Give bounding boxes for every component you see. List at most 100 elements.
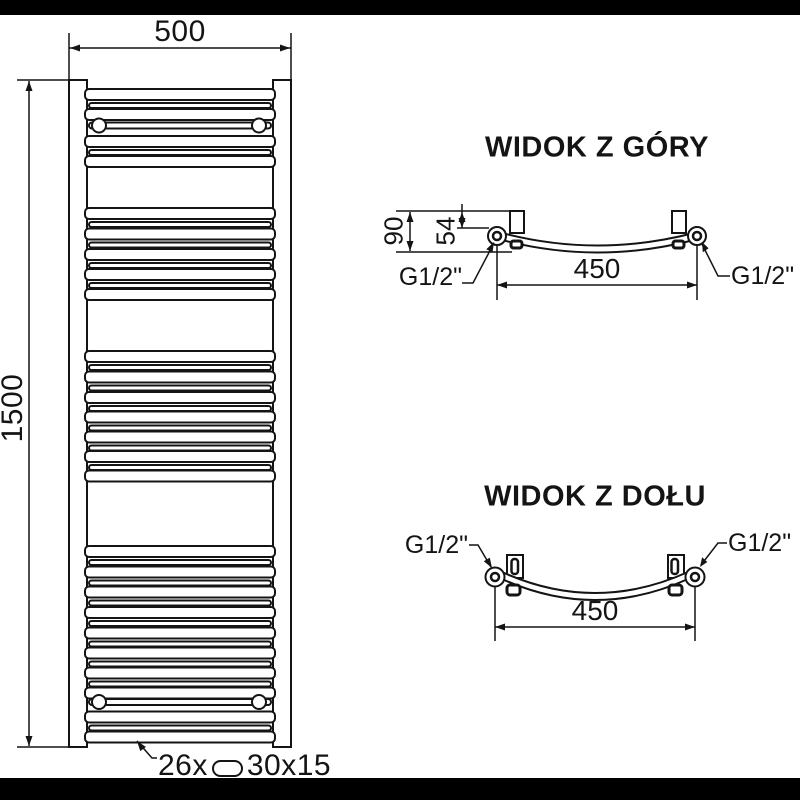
axis-dimension-label: 54 (430, 216, 461, 246)
mounting-bracket-head (91, 117, 107, 134)
top-view-title: WIDOK Z GÓRY (484, 131, 710, 164)
spacing-dimension-lines (494, 587, 696, 641)
rung-gap-edge (88, 424, 272, 432)
rung-gap-edge (88, 579, 272, 587)
right-connection-leader (701, 243, 730, 277)
rung-tube (84, 155, 276, 168)
right-bracket-foot (667, 583, 684, 597)
bottom-left-connection-label: G1/2" (404, 531, 468, 559)
rung-tube (84, 88, 276, 101)
rung-gap-edge (88, 221, 272, 228)
rung-tube (84, 646, 276, 660)
width-dimension-lines (68, 33, 292, 80)
left-fitting (487, 226, 507, 246)
rung-tube (84, 469, 276, 483)
rung-gap-edge (88, 680, 272, 688)
curved-tube (501, 231, 695, 254)
arrowhead-left-icon (495, 623, 505, 631)
rung-tube (84, 391, 276, 404)
left-collector-tube (68, 79, 88, 748)
mounting-bracket-head (251, 694, 267, 710)
rung-gap-edge (88, 282, 272, 289)
depth-dimension-label: 90 (378, 216, 409, 246)
tube-profile-stadium-icon (211, 759, 243, 777)
arrowhead-down-icon (458, 218, 466, 228)
left-wall-bracket (509, 210, 525, 234)
tube-size-label: 30x15 (246, 749, 332, 782)
rung-tube (84, 730, 276, 744)
rung-gap-edge (88, 640, 272, 648)
leader-arrowhead-icon (700, 557, 708, 567)
front-view (68, 79, 292, 748)
right-wall-bracket (671, 210, 687, 234)
arrowhead-left-icon (70, 44, 80, 52)
rung-gap-edge (88, 241, 272, 249)
rung-tube (84, 565, 276, 579)
right-collector-tube (272, 79, 292, 748)
rung-gap-edge (88, 444, 272, 452)
rung-tube (84, 288, 276, 301)
leader-arrowhead-icon (137, 741, 146, 752)
height-dimension-label: 1500 (0, 373, 29, 443)
left-bracket-slot-icon (510, 557, 520, 576)
mounting-bracket-head (91, 694, 107, 710)
rung-tube (84, 430, 276, 444)
right-bracket-slot-icon (670, 557, 680, 576)
right-fitting-thread-icon (691, 230, 703, 242)
rung-tube (84, 268, 276, 281)
rung-tube (84, 370, 276, 384)
bottom-right-connection-label: G1/2" (728, 529, 792, 557)
arrowhead-up-icon (406, 212, 414, 222)
left-bracket-foot (509, 239, 524, 250)
rung-gap-edge (88, 364, 272, 371)
leader-arrowhead-icon (702, 242, 709, 253)
mounting-bracket-head (251, 117, 267, 134)
arrowhead-right-icon (687, 281, 697, 289)
front-view-dimensions (17, 33, 292, 759)
right-bracket-foot (671, 239, 686, 250)
rung-gap-edge (88, 660, 272, 668)
spacing-dimension-lines (496, 246, 698, 300)
rung-gap-edge (88, 262, 272, 269)
rung-tube (84, 248, 276, 261)
rung-tube (84, 686, 276, 700)
rung-gap-edge (88, 384, 272, 392)
leader-arrowhead-icon (483, 557, 492, 568)
height-dimension-lines (17, 79, 88, 748)
rung-gap-edge (88, 102, 272, 109)
rung-tube (84, 410, 276, 424)
bracket-rail-edge (88, 698, 272, 706)
rung-tube (84, 108, 276, 121)
rung-tube (84, 450, 276, 463)
leader-arrowhead-icon (486, 242, 494, 253)
rung-gap-edge (88, 599, 272, 607)
rung-tube (84, 585, 276, 599)
top-view (396, 204, 730, 300)
rung-tube (84, 606, 276, 619)
arrowhead-down-icon (25, 736, 33, 746)
rung-tube (84, 666, 276, 680)
top-spacing-dimension-label: 450 (573, 253, 621, 284)
right-fitting (684, 566, 706, 588)
width-dimension-label: 500 (154, 15, 206, 48)
bottom-black-bar (0, 778, 800, 800)
arrowhead-right-icon (280, 44, 290, 52)
rung-tube (84, 227, 276, 241)
rung-gap-edge (88, 464, 272, 471)
rung-tube (84, 710, 276, 724)
tube-count-label: 26x (158, 749, 208, 782)
right-fitting-thread-icon (689, 571, 701, 583)
left-fitting-thread-icon (489, 571, 501, 583)
rung-tube (84, 626, 276, 640)
right-fitting (687, 226, 707, 246)
arrowhead-down-icon (406, 241, 414, 251)
rung-tube (84, 545, 276, 558)
tube-profile-note: 26x 30x15 (158, 749, 331, 783)
rung-gap-edge (88, 724, 272, 732)
left-connection-leader (462, 242, 495, 284)
rung-tube (84, 350, 276, 363)
rung-tubes (84, 88, 276, 744)
rung-gap-edge (88, 405, 272, 412)
